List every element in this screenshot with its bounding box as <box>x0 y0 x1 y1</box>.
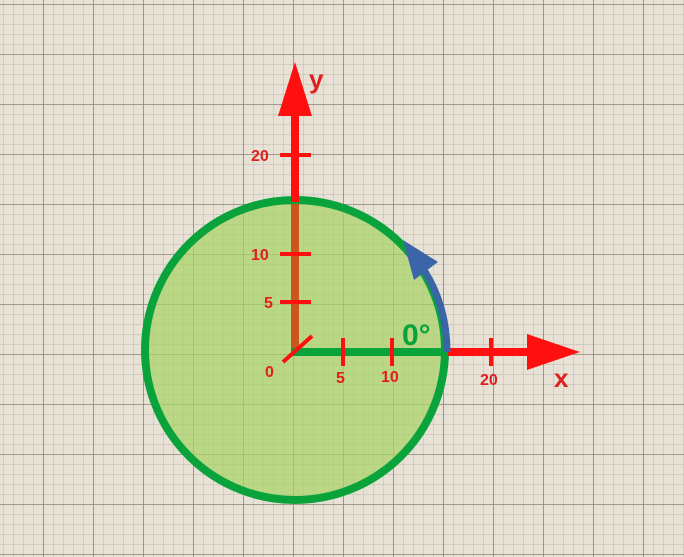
y-axis-arrowhead <box>278 62 312 116</box>
y-tick-label-5: 5 <box>264 295 273 312</box>
y-tick-label-10: 10 <box>251 247 269 264</box>
y-axis-label: y <box>309 64 324 94</box>
x-axis-label: x <box>554 363 569 393</box>
origin-label: 0 <box>265 364 274 381</box>
y-tick-label-20: 20 <box>251 148 269 165</box>
x-tick-label-5: 5 <box>336 370 345 387</box>
x-tick-label-10: 10 <box>381 369 399 386</box>
origin-mark <box>281 334 314 364</box>
angle-label: 0° <box>402 319 431 352</box>
x-tick-label-20: 20 <box>480 372 498 389</box>
rotation-arrowhead <box>403 240 438 280</box>
x-axis-arrowhead <box>527 334 580 370</box>
rotation-arrow-path <box>421 268 451 353</box>
